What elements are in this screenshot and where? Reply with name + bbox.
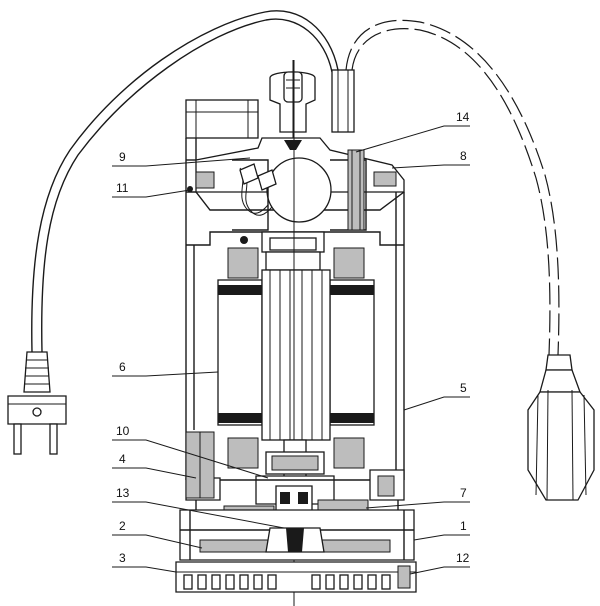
label-7: 7 <box>460 486 467 500</box>
impeller <box>199 527 391 553</box>
stator-winding-bottom <box>227 437 365 469</box>
label-9: 9 <box>119 150 126 164</box>
label-12: 12 <box>456 551 470 565</box>
stator-core <box>217 279 375 426</box>
strainer-slots <box>183 574 391 590</box>
leader-lines <box>112 125 470 575</box>
power-cable <box>31 10 339 353</box>
power-plug <box>7 351 67 455</box>
part-number-labels: 9 11 6 10 4 13 2 3 14 8 5 7 1 12 <box>116 110 470 565</box>
label-13: 13 <box>116 486 130 500</box>
upper-bearing <box>240 231 325 271</box>
cable-gland <box>269 60 355 160</box>
label-3: 3 <box>119 551 126 565</box>
strainer-base <box>175 561 417 593</box>
internal-wiring <box>239 140 365 231</box>
label-4: 4 <box>119 452 126 466</box>
label-6: 6 <box>119 360 126 374</box>
oil-chamber <box>185 431 405 510</box>
label-2: 2 <box>119 519 126 533</box>
label-10: 10 <box>116 424 130 438</box>
top-handle <box>185 99 259 139</box>
label-11: 11 <box>116 181 129 195</box>
label-8: 8 <box>460 149 467 163</box>
label-1: 1 <box>460 519 467 533</box>
label-5: 5 <box>460 381 467 395</box>
rotor <box>261 269 331 441</box>
label-14: 14 <box>456 110 470 124</box>
stator-winding-top <box>227 247 365 279</box>
float-switch-cable <box>345 19 560 356</box>
float-switch <box>527 354 595 501</box>
